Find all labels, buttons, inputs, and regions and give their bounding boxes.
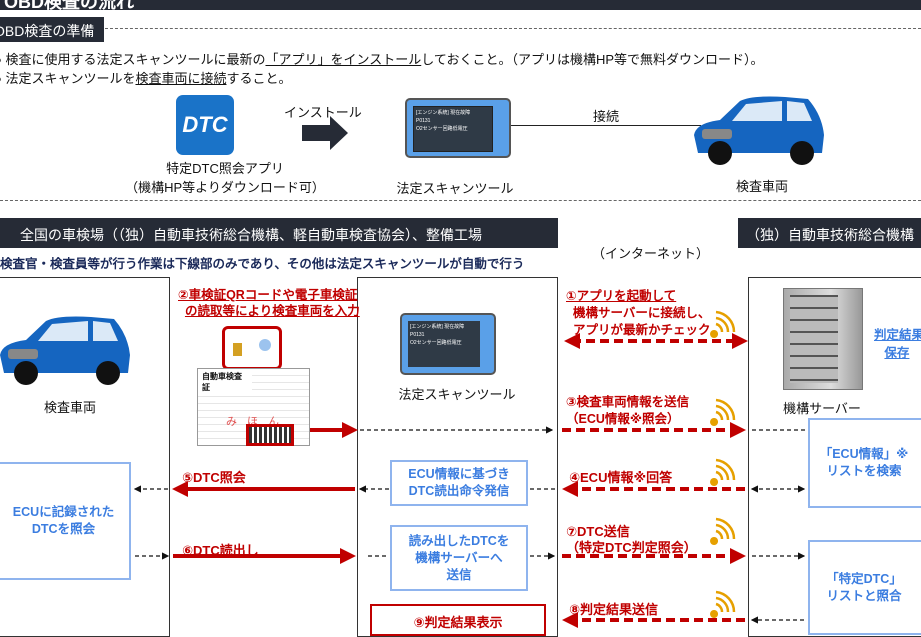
- prep-bullet-1: ● 検査に使用する法定スキャンツールに最新の「アプリ」をインストールしておくこと…: [0, 52, 764, 67]
- connection-cable: [511, 125, 701, 126]
- vehicle-label: 検査車両: [735, 179, 788, 194]
- wifi-icon: [708, 590, 736, 620]
- save-result-text: 判定結果 保存: [874, 328, 921, 360]
- note: 検査官・検査員等が行う作業は下線部のみであり、その他は法定スキャンツールが自動で…: [0, 257, 525, 271]
- install-label: インストール: [284, 105, 362, 120]
- dtc-app-icon: DTC: [176, 95, 234, 155]
- divider: [105, 28, 921, 29]
- screen-line: O2センサー回路低電圧: [410, 340, 462, 346]
- step5-text: ⑤DTC照会: [182, 470, 246, 485]
- send-dtc-box: 読み出したDTCを機構サーバーへ送信: [390, 525, 528, 591]
- right-header: （独）自動車技術総合機構: [738, 218, 921, 248]
- screen-line: O2センサー回路低電圧: [416, 126, 468, 132]
- internet-label: （インターネット）: [592, 246, 710, 261]
- doc-title: 自動車検査証: [198, 369, 252, 395]
- step4-text: ④ECU情報※回答: [569, 470, 673, 485]
- step7-text: ⑦DTC送信（特定DTC判定照会）: [566, 524, 697, 555]
- wifi-icon: [708, 398, 736, 428]
- app-label: 特定DTC照会アプリ（機構HP等よりダウンロード可）: [125, 161, 325, 195]
- tool-label: 法定スキャンツール: [396, 181, 514, 196]
- wifi-icon: [708, 517, 736, 547]
- flow-vehicle-label: 検査車両: [43, 400, 96, 415]
- page-title: OBD検査の流れ: [4, 0, 134, 12]
- screen-line: [エンジン系統] 現在故障: [416, 110, 471, 116]
- left-header: 全国の車検場（（独）自動車技術総合機構、軽自動車検査協会）、整備工場: [0, 218, 558, 248]
- wifi-icon: [708, 310, 736, 340]
- wifi-icon: [708, 458, 736, 488]
- divider: [0, 200, 921, 201]
- qr-code: [246, 424, 294, 446]
- ecu-list-box: 「ECU情報」※リストを検索: [808, 418, 921, 508]
- prep-tag: OBD検査の準備: [0, 17, 104, 42]
- connect-label: 接続: [593, 109, 620, 124]
- vehicle-image: [694, 96, 824, 165]
- install-arrow-icon: [302, 116, 348, 150]
- server-image: [783, 288, 863, 390]
- step8-text: ⑧判定結果送信: [569, 602, 659, 617]
- prep-bullet-2: ● 法定スキャンツールを検査車両に接続すること。: [0, 71, 292, 86]
- id-card-image: [222, 326, 282, 370]
- flow-tool-label: 法定スキャンツール: [398, 387, 516, 402]
- page-title-bar: OBD検査の流れ: [0, 0, 921, 12]
- server-label: 機構サーバー: [783, 401, 861, 416]
- vehicle-image: [0, 316, 130, 385]
- step2-text: ②車検証QRコードや電子車検証 の読取等により検査車両を入力: [178, 288, 360, 318]
- step3-text: ③検査車両情報を送信（ECU情報※照会）: [566, 395, 690, 426]
- screen-line: [エンジン系統] 現在故障: [410, 324, 465, 330]
- screen-line: P0131: [410, 332, 425, 338]
- screen-line: P0131: [416, 118, 431, 124]
- vehicle-certificate-image: 自動車検査証 みほん: [197, 368, 310, 446]
